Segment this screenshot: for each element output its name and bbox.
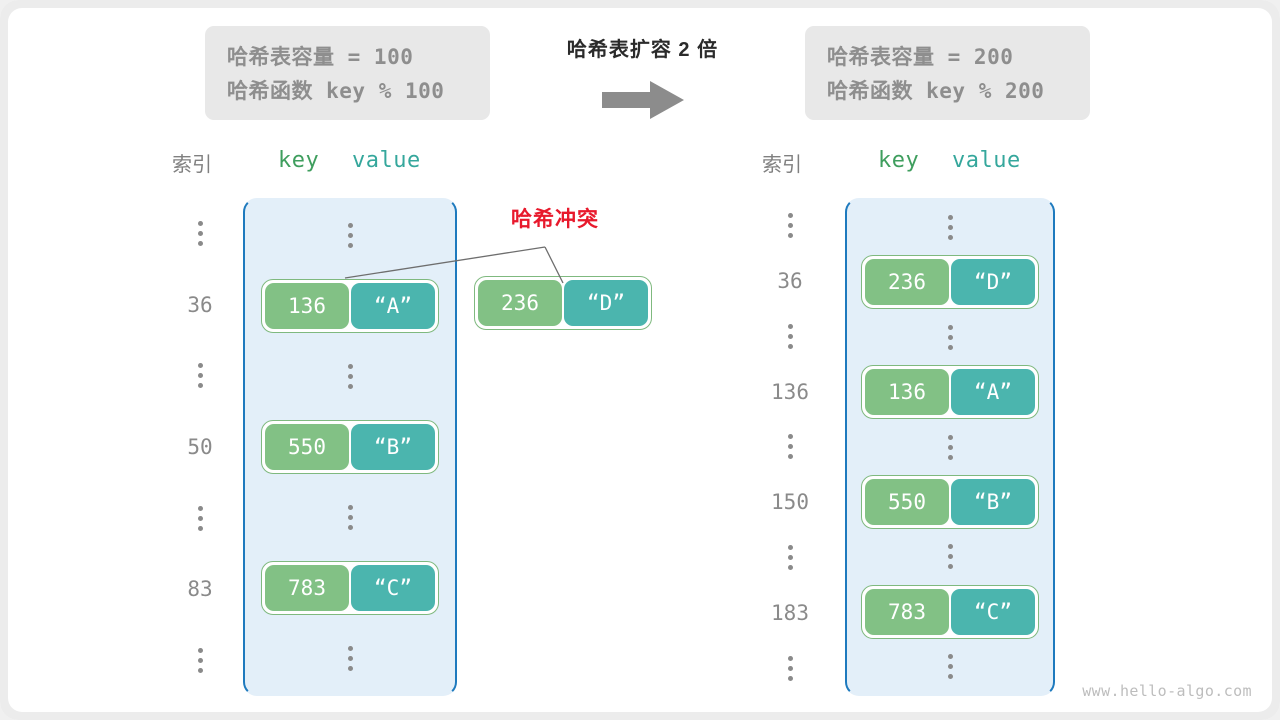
right-bucket-dots-icon: [947, 654, 953, 680]
kv-pair-key: 783: [265, 565, 349, 612]
left-bucket-entry: 136“A”: [245, 271, 455, 342]
right-index-dots-icon: [787, 213, 793, 239]
right-index-label: 36: [777, 268, 803, 293]
kv-pair-key: 550: [265, 424, 349, 471]
right-bucket-entry: 550“B”: [847, 474, 1053, 529]
left-index-dots-icon: [197, 363, 203, 389]
right-bucket-entry: 136“A”: [847, 365, 1053, 420]
left-header-index: 索引: [172, 154, 212, 176]
kv-pair-key: 136: [865, 369, 949, 416]
left-bucket-dots-icon: [347, 363, 353, 389]
left-index-label: 83: [187, 577, 213, 602]
right-bucket-dots: [847, 529, 1053, 584]
kv-pair-value: “A”: [351, 282, 435, 329]
right-header-value: value: [952, 148, 1021, 173]
kv-pair: 136“A”: [861, 365, 1039, 420]
left-index-dots: [155, 198, 245, 269]
left-bucket-dots-icon: [347, 646, 353, 672]
right-bucket-dots: [847, 310, 1053, 365]
right-index-label: 150: [771, 490, 809, 515]
hash-function-line-before: 哈希函数 key % 100: [227, 79, 445, 104]
kv-pair-value: “C”: [351, 565, 435, 612]
collision-label: 哈希冲突: [511, 208, 599, 231]
right-bucket-dots: [847, 639, 1053, 694]
right-bucket-dots-icon: [947, 214, 953, 240]
left-index-dots-icon: [197, 505, 203, 531]
right-index-label: 183: [771, 600, 809, 625]
left-bucket-dots: [245, 341, 455, 412]
kv-pair: 783“C”: [861, 584, 1039, 639]
kv-pair: 136“A”: [261, 278, 439, 333]
left-bucket-entry: 783“C”: [245, 553, 455, 624]
right-header-key: key: [878, 148, 920, 173]
left-index-dots: [155, 625, 245, 696]
right-index-dots-icon: [787, 655, 793, 681]
left-bucket-entry: 550“B”: [245, 412, 455, 483]
left-bucket-dots: [245, 200, 455, 271]
right-header-index: 索引: [762, 154, 802, 176]
right-index-column: 36 136 150 183: [745, 198, 835, 696]
kv-pair-key: 783: [865, 588, 949, 635]
right-bucket-dots-icon: [947, 544, 953, 570]
left-index-label: 36: [187, 292, 213, 317]
kv-pair-value: “C”: [951, 588, 1035, 635]
right-bucket-dots-icon: [947, 434, 953, 460]
right-bucket-dots-icon: [947, 324, 953, 350]
left-bucket-dots-icon: [347, 222, 353, 248]
right-index-dots-icon: [787, 323, 793, 349]
watermark: www.hello-algo.com: [1082, 682, 1252, 700]
kv-pair-key: 236: [478, 280, 562, 326]
right-index-dots: [745, 641, 835, 696]
expand-label: 哈希表扩容 2 倍: [566, 39, 719, 61]
right-index-label: 136: [771, 379, 809, 404]
right-index-dots: [745, 419, 835, 474]
left-index-dots-icon: [197, 221, 203, 247]
capacity-line-after: 哈希表容量 = 200: [827, 45, 1014, 69]
left-bucket-dots: [245, 482, 455, 553]
kv-pair: 236 “D”: [474, 276, 652, 330]
left-index-column: 36 50 83: [155, 198, 245, 696]
left-bucket-dots: [245, 623, 455, 694]
arrow-right-icon: [530, 78, 755, 122]
left-index-dots: [155, 340, 245, 411]
kv-pair: 550“B”: [861, 474, 1039, 529]
hash-function-line-after: 哈希函数 key % 200: [827, 79, 1045, 104]
kv-pair: 550“B”: [261, 420, 439, 475]
colliding-entry-pair: 236 “D”: [474, 276, 652, 330]
kv-pair-value: “B”: [351, 424, 435, 471]
left-header-value: value: [352, 148, 421, 173]
right-index-dots-icon: [787, 434, 793, 460]
hash-table-info-before: 哈希表容量 = 100 哈希函数 key % 100: [205, 26, 490, 120]
right-bucket-entry: 236“D”: [847, 255, 1053, 310]
kv-pair: 783“C”: [261, 561, 439, 616]
right-index-dots: [745, 530, 835, 585]
kv-pair-key: 236: [865, 259, 949, 306]
kv-pair-key: 550: [865, 478, 949, 525]
kv-pair: 236“D”: [861, 255, 1039, 310]
left-index-label: 50: [187, 434, 213, 459]
left-index-dots-icon: [197, 647, 203, 673]
right-index-dots-icon: [787, 545, 793, 571]
right-bucket-container: 236“D” 136“A” 550“B” 783“C”: [845, 198, 1055, 696]
right-bucket-entry: 783“C”: [847, 584, 1053, 639]
right-index-dots: [745, 309, 835, 364]
capacity-line-before: 哈希表容量 = 100: [227, 45, 414, 69]
left-header-key: key: [278, 148, 320, 173]
kv-pair-value: “B”: [951, 478, 1035, 525]
hash-table-info-after: 哈希表容量 = 200 哈希函数 key % 200: [805, 26, 1090, 120]
kv-pair-key: 136: [265, 282, 349, 329]
kv-pair-value: “D”: [564, 280, 648, 326]
right-index-dots: [745, 198, 835, 253]
left-index-dots: [155, 483, 245, 554]
diagram-card: [8, 8, 1272, 712]
right-bucket-dots: [847, 420, 1053, 475]
left-bucket-container: 136“A” 550“B” 783“C”: [243, 198, 457, 696]
right-bucket-dots: [847, 200, 1053, 255]
left-bucket-dots-icon: [347, 505, 353, 531]
kv-pair-value: “A”: [951, 369, 1035, 416]
kv-pair-value: “D”: [951, 259, 1035, 306]
